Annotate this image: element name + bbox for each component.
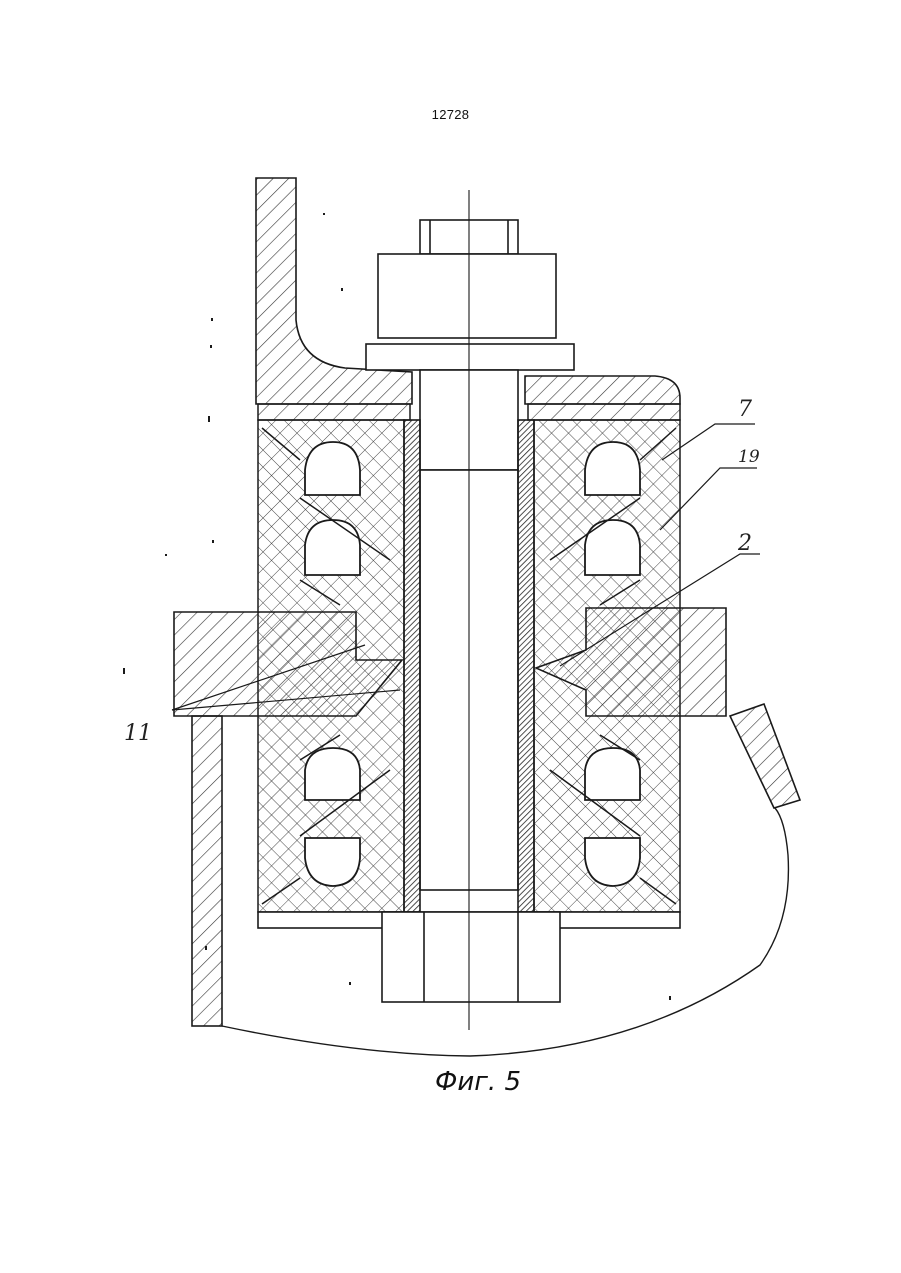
mount-bracket-right bbox=[525, 376, 680, 404]
label-part-19: 19 bbox=[738, 447, 760, 467]
bolt-head-top bbox=[366, 220, 574, 370]
frame-rail-left bbox=[192, 716, 222, 1026]
frame-piece-right bbox=[730, 704, 800, 808]
label-part-7: 7 bbox=[738, 397, 752, 422]
label-part-2: 2 bbox=[737, 531, 752, 556]
nut-bottom bbox=[382, 912, 560, 1002]
figure-caption: Фиг. 5 bbox=[435, 1067, 521, 1097]
label-part-11: 11 bbox=[124, 721, 152, 746]
